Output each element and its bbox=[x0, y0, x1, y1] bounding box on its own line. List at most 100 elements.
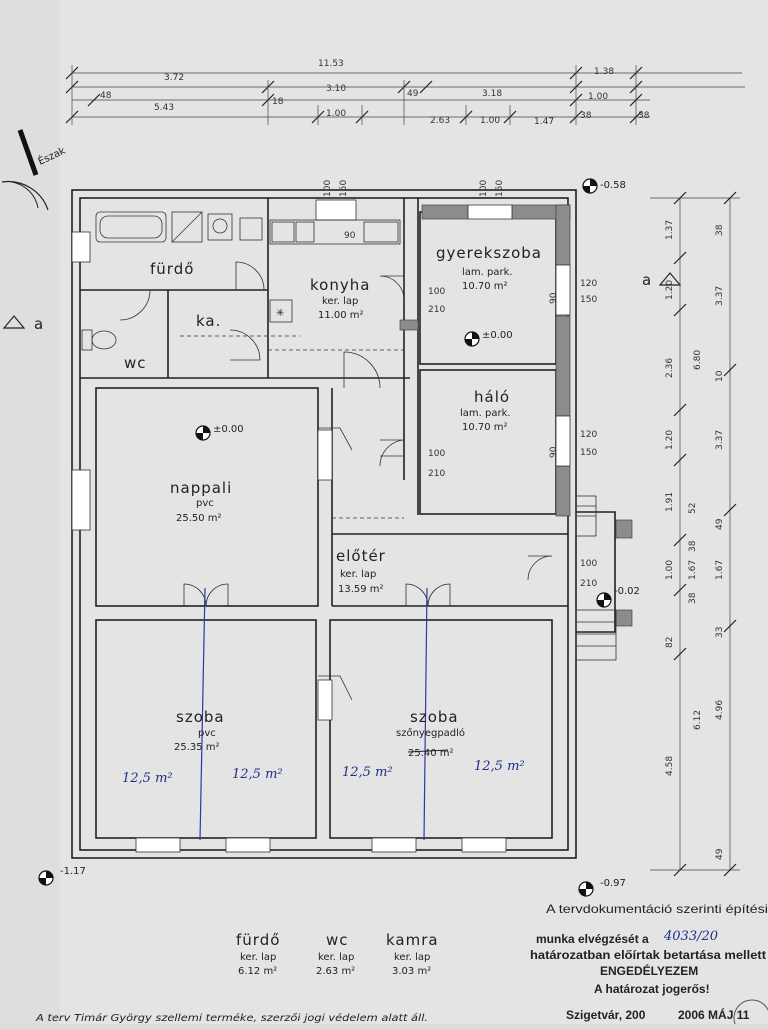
dim-210-gyerek: 210 bbox=[428, 305, 445, 315]
level-marker-icon: ±0.00 bbox=[195, 424, 244, 441]
dim-120-gyerek: 120 bbox=[580, 279, 597, 289]
room-gyerekszoba: gyerekszoba bbox=[436, 244, 542, 262]
dim-372: 3.72 bbox=[164, 73, 184, 83]
szoba2-material: szőnyegpadló bbox=[396, 727, 465, 739]
level-marker-icon: -0.97 bbox=[578, 878, 626, 897]
legend-kamra-material: ker. lap bbox=[394, 952, 430, 963]
dim-100-entry: 100 bbox=[580, 559, 597, 569]
entry-stairs bbox=[575, 495, 617, 661]
konyha-material: ker. lap bbox=[322, 296, 358, 307]
interior-walls bbox=[80, 198, 568, 839]
dim-100-right: 1.00 bbox=[588, 92, 608, 102]
dim-100a: 1.00 bbox=[326, 109, 346, 119]
nappali-area: 25.50 m² bbox=[176, 513, 222, 524]
dim-543: 5.43 bbox=[154, 103, 174, 113]
halo-material: lam. park. bbox=[460, 408, 511, 419]
dim-612: 6.12 bbox=[693, 710, 703, 730]
dim-right-1: 1.38 bbox=[594, 67, 614, 77]
approval-stamp: A tervdokumentáció szerinti építési munk… bbox=[530, 902, 768, 1029]
level-markers: -0.58 ±0.00 ±0.00 -0.02 -1.17 bbox=[38, 178, 640, 897]
stamp-handnumber: 4033/20 bbox=[663, 929, 718, 944]
room-labels: fürdő konyha ker. lap 11.00 m² gyerekszo… bbox=[124, 244, 542, 759]
level-marker-icon: -0.02 bbox=[596, 586, 640, 608]
stamp-line-4: ENGEDÉLYEZEM bbox=[600, 963, 698, 978]
win-top-150b: 150 bbox=[495, 180, 505, 197]
section-mark-left: a bbox=[34, 315, 44, 333]
dim-150-halo: 150 bbox=[580, 448, 597, 458]
dim-191: 1.91 bbox=[665, 492, 675, 512]
room-szoba-1: szoba bbox=[176, 708, 225, 726]
section-marker-left: a bbox=[2, 315, 44, 333]
level-marker-icon: -1.17 bbox=[38, 866, 86, 886]
level-nappali: ±0.00 bbox=[213, 424, 244, 435]
legend-kamra-area: 3.03 m² bbox=[392, 966, 431, 977]
legend-wc-name: wc bbox=[326, 931, 349, 949]
szoba2-area: 25.40 m² bbox=[408, 748, 454, 759]
dim-120-halo: 120 bbox=[580, 430, 597, 440]
dim-310: 3.10 bbox=[326, 84, 346, 94]
dim-337b: 3.37 bbox=[715, 430, 725, 450]
dim-100b: 1.00 bbox=[480, 116, 500, 126]
room-furdo: fürdő bbox=[150, 260, 194, 278]
dim-100-halo: 100 bbox=[428, 449, 445, 459]
dim-90-halo: 90 bbox=[549, 446, 559, 458]
dim-total-width: 11.53 bbox=[318, 59, 344, 69]
win-top-100a: 100 bbox=[323, 180, 333, 197]
hand-area-4: 12,5 m² bbox=[474, 759, 525, 774]
dim-r167b: 1.67 bbox=[715, 560, 725, 580]
bathroom-fixtures bbox=[81, 211, 263, 351]
section-mark-right: a bbox=[642, 271, 652, 289]
dim-r49a: 49 bbox=[715, 518, 725, 530]
dim-147: 1.47 bbox=[534, 117, 554, 127]
dim-r38c: 38 bbox=[688, 592, 698, 604]
dim-120b: 1.20 bbox=[665, 430, 675, 450]
dim-210-entry: 210 bbox=[580, 579, 597, 589]
handwritten-areas: 12,5 m² 12,5 m² 12,5 m² 12,5 m² bbox=[122, 759, 525, 786]
halo-area: 10.70 m² bbox=[462, 422, 508, 433]
opening-dimensions: 100 150 100 150 90 100 210 120 150 90 10… bbox=[323, 180, 597, 589]
doors bbox=[119, 261, 553, 701]
level-marker-icon: ±0.00 bbox=[464, 330, 513, 347]
dim-100-gyerek: 100 bbox=[428, 287, 445, 297]
right-dimension-chains: 6.80 6.12 1.37 1.20 2.36 1.20 1.91 1.00 … bbox=[650, 191, 740, 877]
legend-kamra-name: kamra bbox=[386, 931, 439, 949]
stamp-line-2: munka elvégzését a bbox=[536, 932, 649, 946]
dim-90-gyerek: 90 bbox=[549, 292, 559, 304]
legend-furdo-name: fürdő bbox=[236, 931, 280, 949]
gyerekszoba-material: lam. park. bbox=[462, 267, 513, 278]
dim-90-kitchen: 90 bbox=[344, 231, 356, 241]
szoba1-material: pvc bbox=[198, 728, 216, 739]
level-gyerekszoba: ±0.00 bbox=[482, 330, 513, 341]
dim-r52: 52 bbox=[688, 503, 698, 514]
nappali-material: pvc bbox=[196, 498, 214, 509]
dim-38a: 38 bbox=[580, 111, 592, 121]
dim-120a: 1.20 bbox=[665, 280, 675, 300]
dim-r33: 33 bbox=[715, 627, 725, 638]
level-entry: -0.02 bbox=[614, 586, 640, 597]
win-top-100b: 100 bbox=[479, 180, 489, 197]
dim-318: 3.18 bbox=[482, 89, 502, 99]
level-top-right: -0.58 bbox=[600, 180, 626, 191]
hand-area-3: 12,5 m² bbox=[342, 765, 393, 780]
dim-r38a: 38 bbox=[715, 224, 725, 236]
room-szoba-2: szoba bbox=[410, 708, 459, 726]
copyright-footer: A terv Timár György szellemi terméke, sz… bbox=[35, 1012, 428, 1024]
stamp-date: 2006 MÁJ 11 bbox=[678, 1007, 750, 1022]
room-konyha: konyha bbox=[310, 276, 370, 294]
eloter-material: ker. lap bbox=[340, 569, 376, 580]
dim-49: 49 bbox=[407, 89, 419, 99]
dim-r49b: 49 bbox=[715, 848, 725, 860]
dim-48: 48 bbox=[100, 91, 112, 101]
room-wc: wc bbox=[124, 354, 147, 372]
kitchen-fixtures: ✳ bbox=[269, 219, 401, 323]
hand-area-2: 12,5 m² bbox=[232, 767, 283, 782]
stamp-line-3: határozatban előírtak betartása mellett bbox=[530, 948, 766, 962]
section-marker-right: a bbox=[642, 271, 682, 289]
legend-wc-material: ker. lap bbox=[318, 952, 354, 963]
dim-100-r: 1.00 bbox=[665, 560, 675, 580]
room-halo: háló bbox=[474, 388, 510, 406]
dim-38b: 38 bbox=[638, 111, 650, 121]
dim-r10: 10 bbox=[715, 370, 725, 382]
handwritten-markup bbox=[199, 587, 428, 841]
